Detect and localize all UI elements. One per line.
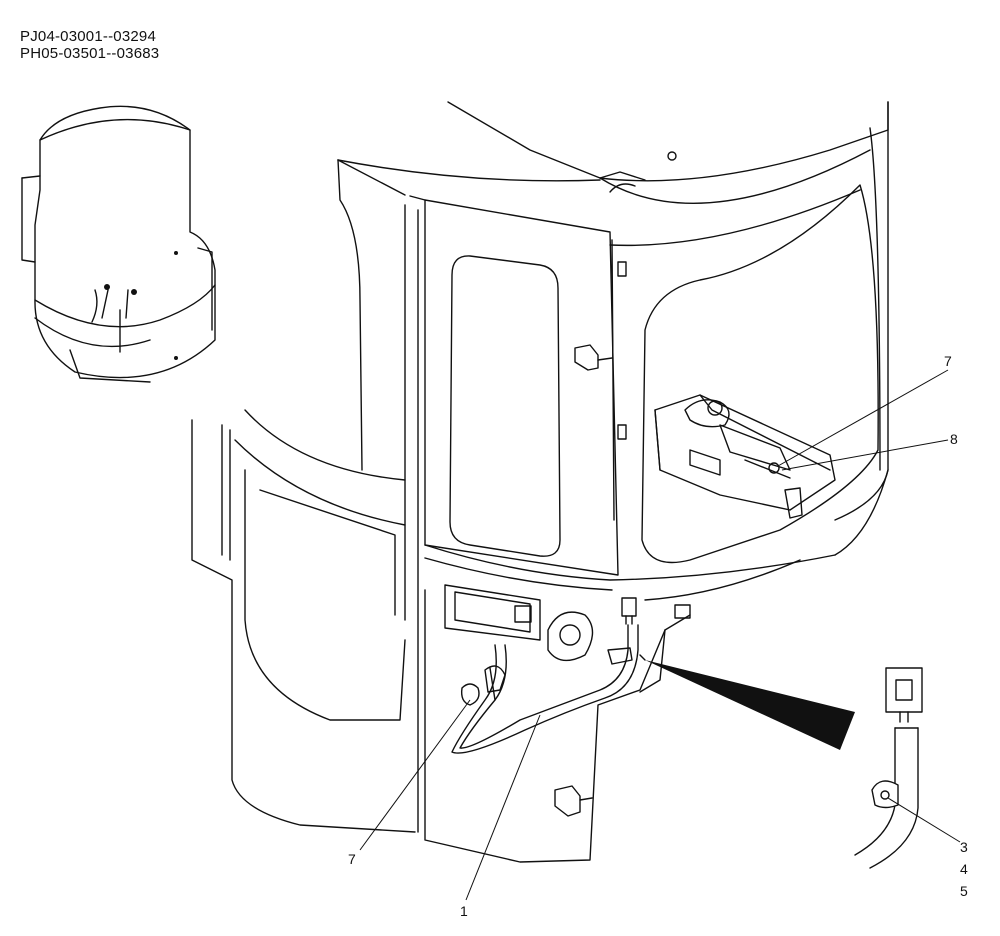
callout-6: 7 (348, 851, 356, 867)
detail-view-connector (639, 654, 923, 869)
serial-range-1: PJ04-03001--03294 (20, 28, 156, 45)
wire-harness (451, 597, 639, 754)
serial-range-2: PH05-03501--03683 (20, 45, 160, 62)
callout-5: 5 (960, 883, 968, 899)
serial-number-ranges: PJ04-03001--03294 PH05-03501--03683 (20, 28, 159, 62)
locator-view (21, 105, 216, 383)
callout-4: 4 (960, 861, 968, 877)
callout-8-label: 8 (950, 431, 958, 447)
console-assembly (654, 394, 836, 519)
callout-1: 1 (460, 903, 468, 919)
cab-body (191, 101, 889, 863)
callout-3: 3 (960, 839, 968, 855)
leader-lines (359, 369, 961, 901)
callout-7: 7 (944, 353, 952, 369)
